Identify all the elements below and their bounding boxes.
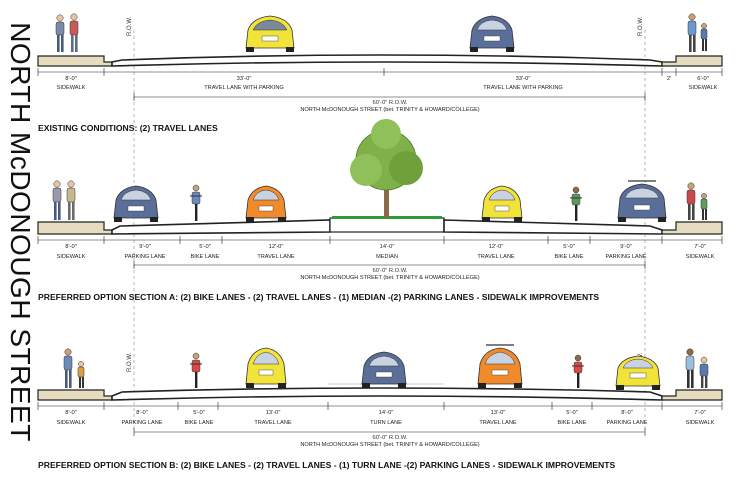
sidewalk-right	[661, 55, 723, 67]
sidewalk-left	[37, 389, 113, 401]
dim-label: 14'-0"	[380, 244, 395, 250]
lane-label: SIDEWALK	[57, 420, 86, 426]
lane-label: TRAVEL LANE	[477, 254, 515, 260]
roadway	[111, 387, 663, 401]
lane-label: PARKING LANE	[122, 420, 163, 426]
bicyclist-left	[190, 184, 202, 221]
roadway	[111, 54, 663, 67]
car-yellow-parked	[615, 355, 661, 390]
dim-label: 8'-0"	[65, 410, 77, 416]
dim-label: 5'-0"	[563, 244, 575, 250]
dim-label: 14'-0"	[379, 410, 394, 416]
dim-label: 8'-0"	[136, 410, 148, 416]
lane-label: BIKE LANE	[555, 254, 584, 260]
lane-label: BIKE LANE	[191, 254, 220, 260]
lane-label: BIKE LANE	[185, 420, 214, 426]
row-marker-left: R.O.W.	[127, 16, 133, 36]
sidewalk-right	[661, 221, 723, 235]
dim-label: 7'-0"	[694, 410, 706, 416]
dim-label: 9'-0"	[139, 244, 151, 250]
street-name-label: NORTH McDONOUGH STREET (bet. TRINITY & H…	[300, 107, 479, 113]
pedestrians-left	[55, 13, 79, 52]
dim-label: 5'-0"	[199, 244, 211, 250]
car-blue	[469, 15, 515, 52]
row-marker-left: R.O.W.	[127, 352, 133, 372]
dim-label: 33'-0"	[237, 76, 252, 82]
lane-label: SIDEWALK	[57, 85, 86, 91]
pedestrians-right	[685, 348, 709, 388]
car-yellow	[481, 185, 523, 222]
row-marker-right: R.O.W.	[638, 16, 644, 36]
lane-label: PARKING LANE	[606, 254, 647, 260]
street-name-label: NORTH McDONOUGH STREET (bet. TRINITY & H…	[300, 442, 479, 448]
roadway-left	[111, 219, 331, 235]
dim-label: 12'-0"	[489, 244, 504, 250]
pedestrians-right	[686, 182, 708, 220]
lane-label: TRAVEL LANE WITH PARKING	[483, 85, 562, 91]
dim-label: 12'-0"	[269, 244, 284, 250]
car-yellow	[245, 347, 287, 388]
section-existing: R.O.W. R.O.W.	[37, 13, 723, 113]
section-caption-existing: EXISTING CONDITIONS: (2) TRAVEL LANES	[38, 123, 218, 133]
lane-label: PARKING LANE	[607, 420, 648, 426]
section-caption-option-b: PREFERRED OPTION SECTION B: (2) BIKE LAN…	[38, 460, 616, 470]
car-yellow	[245, 15, 295, 52]
lane-label: SIDEWALK	[689, 85, 718, 91]
lane-label: BIKE LANE	[558, 420, 587, 426]
dim-label: 6'-0"	[697, 76, 709, 82]
section-option-b: R.O.W. R.O.W.	[37, 344, 723, 448]
dim-label: 33'-0"	[516, 76, 531, 82]
dim-label: 5'-0"	[566, 410, 578, 416]
median-tree	[350, 119, 423, 218]
lane-label: TRAVEL LANE	[254, 420, 292, 426]
dim-label: 2'	[667, 76, 671, 82]
dim-label: 7'-0"	[694, 244, 706, 250]
car-orange	[245, 185, 287, 222]
bicyclist-right	[572, 354, 584, 388]
dim-label: 5'-0"	[193, 410, 205, 416]
car-blue-turning	[361, 351, 407, 388]
lane-label: TURN LANE	[370, 420, 402, 426]
dim-label: 8'-0"	[65, 244, 77, 250]
pedestrians-left	[52, 180, 76, 220]
roadway-right	[443, 219, 663, 235]
dim-label: 13'-0"	[266, 410, 281, 416]
dim-label: 8'-0"	[621, 410, 633, 416]
row-dim-label: 60'-0" R.O.W.	[372, 435, 407, 441]
bicyclist-right	[570, 186, 582, 221]
dim-label: 8'-0"	[65, 76, 77, 82]
street-name-label: NORTH McDONOUGH STREET (bet. TRINITY & H…	[300, 275, 479, 281]
median	[329, 217, 445, 233]
lane-label: SIDEWALK	[57, 254, 86, 260]
lane-label: TRAVEL LANE	[257, 254, 295, 260]
lane-label: PARKING LANE	[125, 254, 166, 260]
lane-label: TRAVEL LANE	[479, 420, 517, 426]
dim-label: 13'-0"	[491, 410, 506, 416]
pedestrians-right	[687, 13, 708, 52]
dim-label: 9'-0"	[620, 244, 632, 250]
sidewalk-right	[661, 389, 723, 401]
pedestrians-left	[63, 348, 85, 388]
lane-label: SIDEWALK	[686, 254, 715, 260]
lane-label: TRAVEL LANE WITH PARKING	[204, 85, 283, 91]
sidewalk-left	[37, 221, 113, 235]
car-blue-parked	[113, 185, 159, 222]
section-caption-option-a: PREFERRED OPTION SECTION A: (2) BIKE LAN…	[38, 292, 600, 302]
section-option-a: 8'-0" 9'-0" 5'-0" 12'-0" 14'-0" 12'-0" 5…	[37, 119, 723, 281]
bicyclist-left	[190, 352, 202, 388]
lane-label: SIDEWALK	[686, 420, 715, 426]
row-dim-label: 60'-0" R.O.W.	[372, 268, 407, 274]
car-orange	[477, 344, 523, 388]
car-blue-parked	[617, 180, 667, 222]
sidewalk-left	[37, 55, 113, 67]
lane-label: MEDIAN	[376, 254, 398, 260]
row-dim-label: 60'-0" R.O.W.	[372, 100, 407, 106]
